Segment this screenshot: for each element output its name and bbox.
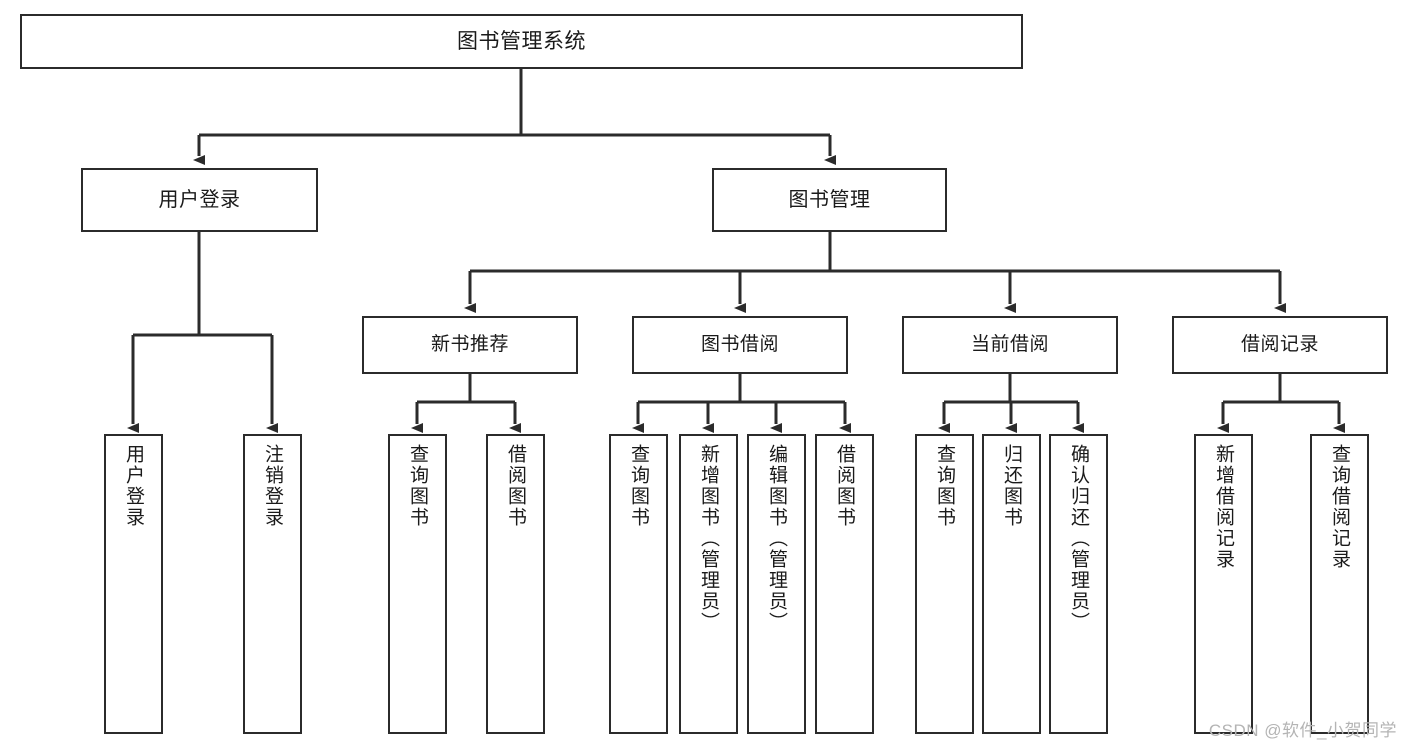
- leaf-book-borrow-edit[interactable]: 编辑图书（管理员）: [747, 434, 806, 734]
- leaf-borrow-record-add[interactable]: 新增借阅记录: [1194, 434, 1253, 734]
- leaf-user-login-login-label: 用户登录: [123, 444, 144, 528]
- node-current-borrow[interactable]: 当前借阅: [902, 316, 1118, 374]
- leaf-borrow-record-query-label: 查询借阅记录: [1329, 444, 1350, 570]
- node-borrow-record[interactable]: 借阅记录: [1172, 316, 1388, 374]
- watermark: CSDN @软件_小贺同学: [1208, 721, 1397, 740]
- leaf-user-login-login[interactable]: 用户登录: [104, 434, 163, 734]
- node-root-label: 图书管理系统: [457, 29, 586, 53]
- node-book-borrow-label: 图书借阅: [700, 334, 779, 356]
- leaf-new-book-query[interactable]: 查询图书: [388, 434, 447, 734]
- node-book-borrow[interactable]: 图书借阅: [632, 316, 848, 374]
- node-book-management[interactable]: 图书管理: [712, 168, 947, 232]
- node-root[interactable]: 图书管理系统: [20, 14, 1023, 69]
- node-book-management-label: 图书管理: [788, 188, 871, 211]
- node-new-book-recommend-label: 新书推荐: [430, 334, 509, 356]
- leaf-new-book-query-label: 查询图书: [407, 444, 428, 528]
- leaf-user-login-logout[interactable]: 注销登录: [243, 434, 302, 734]
- leaf-book-borrow-add-label: 新增图书（管理员）: [698, 444, 719, 633]
- leaf-borrow-record-query[interactable]: 查询借阅记录: [1310, 434, 1369, 734]
- leaf-book-borrow-add[interactable]: 新增图书（管理员）: [679, 434, 738, 734]
- leaf-current-borrow-return[interactable]: 归还图书: [982, 434, 1041, 734]
- node-current-borrow-label: 当前借阅: [970, 334, 1049, 356]
- node-new-book-recommend[interactable]: 新书推荐: [362, 316, 578, 374]
- leaf-new-book-borrow-label: 借阅图书: [505, 444, 526, 528]
- leaf-current-borrow-confirm-label: 确认归还（管理员）: [1068, 444, 1089, 633]
- leaf-book-borrow-query-label: 查询图书: [628, 444, 649, 528]
- leaf-borrow-record-add-label: 新增借阅记录: [1213, 444, 1234, 570]
- leaf-book-borrow-query[interactable]: 查询图书: [609, 434, 668, 734]
- leaf-current-borrow-return-label: 归还图书: [1001, 444, 1022, 528]
- leaf-user-login-logout-label: 注销登录: [262, 444, 283, 528]
- leaf-new-book-borrow[interactable]: 借阅图书: [486, 434, 545, 734]
- leaf-current-borrow-confirm[interactable]: 确认归还（管理员）: [1049, 434, 1108, 734]
- leaf-book-borrow-edit-label: 编辑图书（管理员）: [766, 444, 787, 633]
- leaf-book-borrow-borrow-label: 借阅图书: [834, 444, 855, 528]
- leaf-current-borrow-query-label: 查询图书: [934, 444, 955, 528]
- node-user-login-label: 用户登录: [158, 188, 241, 211]
- node-user-login[interactable]: 用户登录: [81, 168, 318, 232]
- node-borrow-record-label: 借阅记录: [1240, 334, 1319, 356]
- leaf-book-borrow-borrow[interactable]: 借阅图书: [815, 434, 874, 734]
- leaf-current-borrow-query[interactable]: 查询图书: [915, 434, 974, 734]
